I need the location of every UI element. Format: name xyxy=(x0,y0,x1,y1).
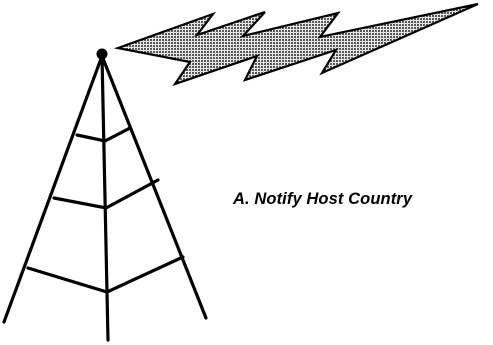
radio-tower-icon xyxy=(4,49,206,341)
diagram-caption: A. Notify Host Country xyxy=(233,190,412,209)
tower-center-leg xyxy=(102,56,108,340)
lightning-bolt-icon xyxy=(118,4,478,84)
tower-beacon xyxy=(97,49,108,60)
tower-left-leg xyxy=(4,56,102,322)
tower-right-leg xyxy=(102,56,206,318)
